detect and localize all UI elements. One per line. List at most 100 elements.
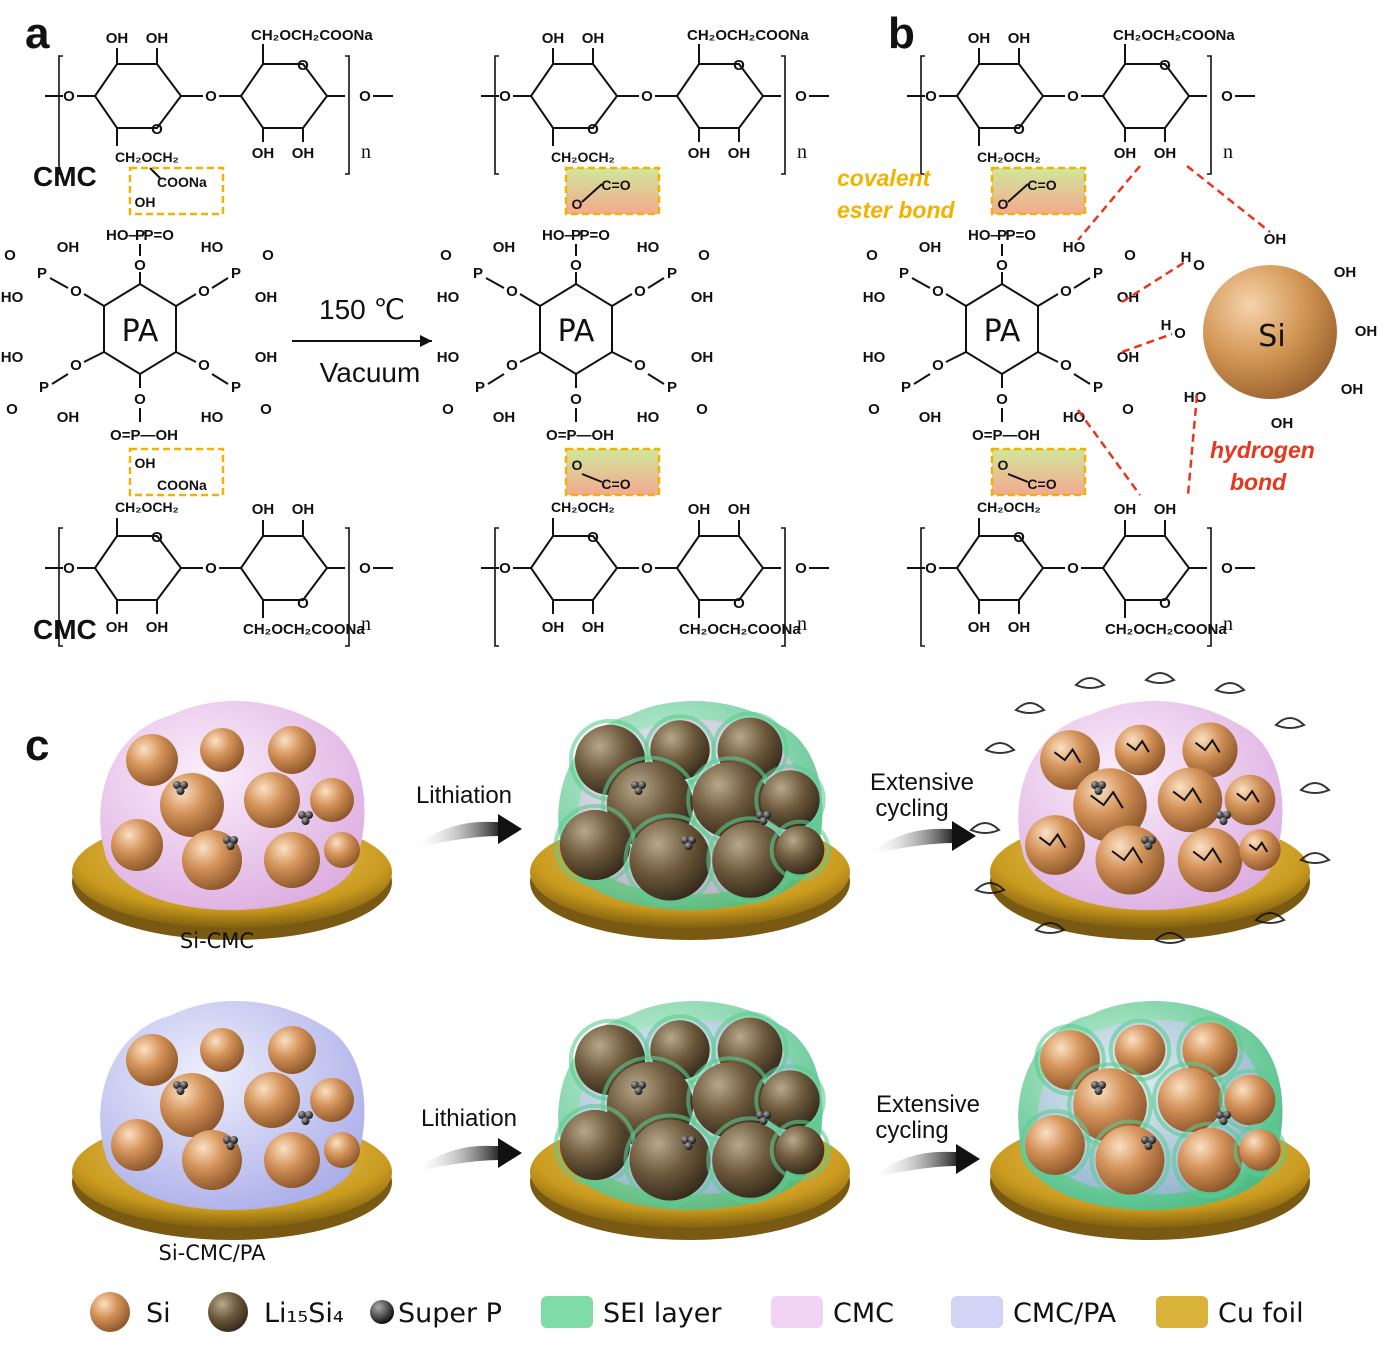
carboxymethyl-sidechain: CH₂OCH₂COONa	[687, 27, 809, 44]
si-particle	[1157, 1067, 1223, 1133]
hydroxyl-label: OH	[146, 619, 169, 636]
hydrogen-bond-line	[1121, 332, 1173, 354]
si-surface-hydroxyl: OH	[1355, 323, 1378, 340]
li15si4-particle	[559, 1109, 631, 1181]
particle-crack	[1192, 847, 1223, 864]
legend-swatch	[951, 1296, 1003, 1328]
hydroxyl-label: OH	[292, 145, 315, 162]
super-p-particle	[1148, 1136, 1156, 1144]
si-particle	[1025, 1115, 1085, 1175]
hydroxyl-label: HO	[863, 289, 886, 306]
p-o-bond	[945, 351, 967, 363]
legend-label: Li₁₅Si₄	[264, 1298, 344, 1329]
hydroxyl-label: HO	[201, 409, 224, 426]
repeat-n: n	[1223, 141, 1233, 163]
ch2och2-label: CH₂OCH₂	[977, 499, 1041, 515]
hydroxyl-label: OH	[1154, 501, 1177, 518]
phosphorus: P	[473, 265, 483, 282]
glycosidic-oxygen: O	[205, 560, 217, 577]
extensive-label: Extensive	[876, 1091, 980, 1118]
hydroxyl-label: OH	[582, 30, 605, 47]
super-p-particle	[298, 811, 306, 819]
ring-oxygen: O	[1159, 595, 1171, 612]
phosphoryl-oxygen: O	[6, 401, 18, 418]
sei-fragment	[1299, 852, 1331, 864]
super-p-particle	[173, 781, 181, 789]
si-particle	[1239, 1129, 1281, 1171]
cmc-label-top: CMC	[33, 161, 97, 192]
ester-oxygen: O	[506, 283, 518, 300]
super-p-particle	[688, 1136, 696, 1144]
glucose-ring	[675, 535, 765, 601]
super-p-cluster	[223, 1136, 238, 1150]
oxygen-label: O	[63, 560, 75, 577]
li15si4-particle	[629, 1119, 711, 1201]
ester-oxygen: O	[998, 457, 1009, 473]
hydroxyl-label: OH	[1154, 145, 1177, 162]
sei-layer-shell	[1233, 1123, 1287, 1177]
ester-oxygen: O	[70, 283, 82, 300]
phosphorus: P	[39, 379, 49, 396]
particle-crack	[1111, 846, 1143, 864]
carbonyl-label: C=O	[601, 476, 630, 492]
super-p-particle	[634, 1087, 643, 1095]
cycling-arrow-row2	[870, 1144, 980, 1178]
super-p-particle	[638, 1081, 646, 1089]
p-o-bond	[913, 373, 931, 385]
particle-crack	[1195, 738, 1221, 753]
bond	[581, 473, 603, 483]
pa-label: PA	[984, 314, 1021, 349]
si-particle	[268, 1026, 316, 1074]
super-p-particle	[759, 817, 768, 825]
polymer-bracket-right	[1207, 527, 1212, 647]
arrow-head	[420, 335, 432, 347]
sei-layer-shell	[769, 1119, 831, 1181]
ester-oxygen: O	[932, 283, 944, 300]
p-o-bond	[611, 293, 633, 307]
ester-oxygen: O	[70, 357, 82, 374]
si-particle	[1095, 825, 1165, 895]
glycosidic-oxygen: O	[205, 88, 217, 105]
hydroxyl-label: OH	[1008, 619, 1031, 636]
ester-bond-box	[990, 447, 1087, 497]
phosphoryl-oxygen: O	[440, 247, 452, 264]
si-particle	[1095, 1125, 1165, 1195]
super-p-particle	[688, 836, 696, 844]
super-p-cluster	[298, 1111, 313, 1125]
polymer-bracket-right	[1207, 55, 1212, 175]
super-p-particle	[638, 781, 646, 789]
hydroxyl-label: HO	[863, 349, 886, 366]
si-surface-hydroxyl: HO	[1184, 389, 1207, 406]
super-p-particle	[631, 781, 639, 789]
pa-label: PA	[122, 314, 159, 349]
electrode-si-cmcpa-pristine	[72, 1001, 392, 1240]
legend-label: SEI layer	[603, 1298, 722, 1329]
oxygen-label: O	[63, 88, 75, 105]
sei-fragment	[1074, 677, 1106, 689]
glycosidic-oxygen: O	[1067, 88, 1079, 105]
si-particle	[1114, 724, 1166, 776]
p-o-bond	[1037, 293, 1059, 307]
glycosidic-oxygen: O	[641, 88, 653, 105]
p-o-bond	[1037, 351, 1059, 363]
p-o-bond	[175, 293, 197, 307]
ring-oxygen: O	[297, 595, 309, 612]
lower-phosphate: O=P—OH	[110, 427, 178, 444]
glucose-ring	[1101, 63, 1191, 129]
phosphorus: P	[899, 265, 909, 282]
super-p-cluster	[631, 781, 646, 795]
ester-oxygen: O	[996, 257, 1008, 274]
si-particle	[1203, 265, 1337, 399]
polymer-bracket-right	[345, 55, 350, 175]
phosphorus: P	[667, 379, 677, 396]
hydrogen-label: hydrogen	[1210, 437, 1315, 463]
carbonyl-label: C=O	[601, 177, 630, 193]
legend-swatch	[771, 1296, 823, 1328]
repeat-n: n	[361, 613, 371, 635]
upper-phosphate: HO—P=O	[968, 227, 1036, 244]
sample-label-si-cmc: Si-CMC	[180, 929, 254, 953]
